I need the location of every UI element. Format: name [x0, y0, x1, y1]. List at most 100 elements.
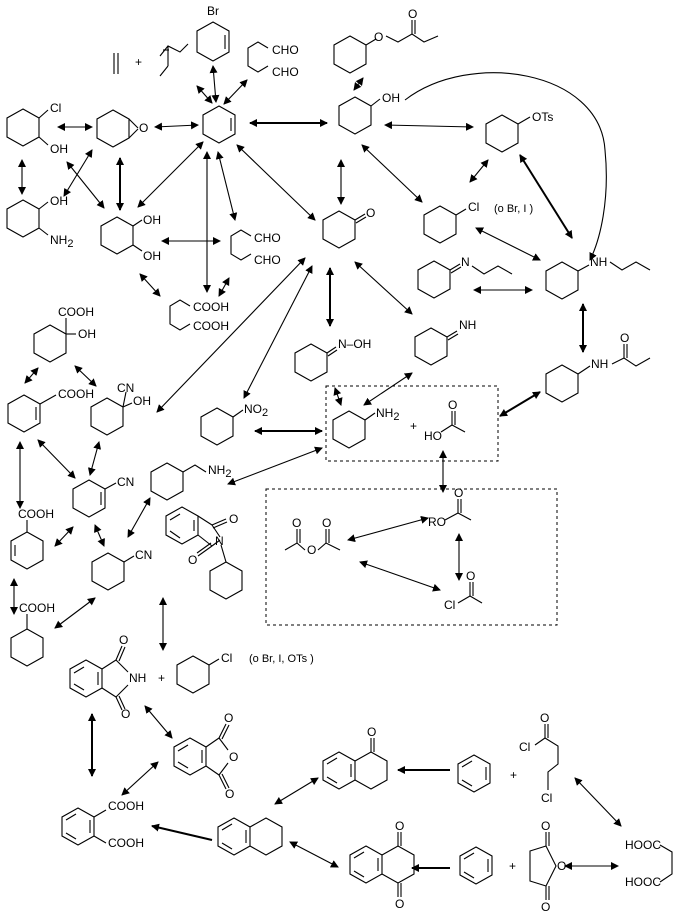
acetic-acid [440, 411, 466, 433]
n-propylcyclohexylamine [545, 261, 651, 300]
reaction-arrows [10, 65, 622, 872]
cyclohexene-oxide [96, 109, 139, 148]
cho-label-4: CHO [254, 253, 281, 267]
nh-label-1: NH [590, 255, 607, 269]
imide-o-label-2: O [188, 553, 197, 567]
cyclohexylmethanamine [150, 462, 207, 501]
plus-sign-5: + [509, 859, 516, 873]
oh-label-6: OH [78, 327, 96, 341]
hydroxycyclohexanecarboxylic-acid [33, 318, 76, 363]
tetralin [217, 817, 283, 856]
benzene-1 [457, 754, 491, 793]
cyclohexanediol [100, 216, 143, 255]
benzene-2 [459, 846, 493, 885]
anhydride-o-label-5: O [225, 787, 234, 801]
dione-o-label-2: O [395, 897, 404, 911]
hooc-label-1: HOOC [625, 838, 661, 852]
phthalimide [69, 645, 129, 711]
anhydride-bridge-o-label: O [307, 543, 316, 557]
nh2-label-1: NH2 [50, 233, 73, 250]
chlorocyclohexane [423, 205, 467, 244]
cyclohexanone-oxime [294, 343, 338, 382]
succinic-anhydride [529, 832, 557, 900]
cyclohexanone [322, 210, 367, 249]
cl-label-2: Cl [468, 200, 479, 214]
cyclohexylamine [332, 410, 376, 449]
phthalimide-o-label-1: O [119, 633, 128, 647]
cl-label-1: Cl [50, 101, 61, 115]
cyclohexanecarboxylic-acid [10, 614, 44, 667]
plus-sign-4: + [510, 768, 517, 782]
nh2-label-2: NH2 [376, 406, 399, 423]
dione-o-label-1: O [395, 819, 404, 833]
oh-label-2: OH [382, 91, 400, 105]
n-cyclohexylpropanamide [545, 344, 651, 403]
cooh-label-8: COOH [108, 836, 144, 850]
nitrocyclohexane [200, 407, 244, 446]
cooh-label-2: COOH [193, 319, 229, 333]
plus-sign-1: + [135, 55, 142, 69]
acetyl-chloride [457, 582, 483, 604]
bromocyclohexene [196, 21, 230, 62]
halide-note-1: (o Br, I ) [494, 203, 533, 215]
oh-label-5: OH [143, 249, 161, 263]
cyclohexanol [338, 96, 381, 135]
imide-o-label-1: O [229, 512, 238, 526]
carbonyl-o-label-5: O [466, 569, 475, 583]
nh-label-3: NH [591, 357, 608, 371]
cooh-label-6: COOH [19, 601, 55, 615]
cooh-label-5: COOH [18, 507, 54, 521]
ester [444, 499, 472, 521]
oh-label-7: OH [133, 394, 151, 408]
cho-label-3: CHO [254, 231, 281, 245]
hooc-label-2: HOOC [625, 875, 661, 889]
cyanohydrin [90, 391, 133, 436]
nh2-label-3: NH2 [208, 463, 231, 480]
cyclohexene-carboxylic-acid-1 [7, 394, 57, 433]
carbonyl-o-label-4: O [454, 486, 463, 500]
carbonyl-o-label-1: O [408, 7, 417, 21]
oh-label-1: OH [50, 142, 68, 156]
succinic-acid [659, 844, 673, 883]
br-label: Br [207, 4, 219, 18]
adipic-acid [169, 299, 191, 331]
carbonyl-o-label-2: O [620, 331, 629, 345]
anhydride-o-label-3: O [224, 711, 233, 725]
acylating-agents-box [265, 488, 558, 626]
succinic-o-label-3: O [541, 900, 550, 912]
cyclohexanecarbonitrile [91, 552, 135, 591]
cn-label-1: CN [117, 381, 134, 395]
cooh-label-3: COOH [58, 305, 94, 319]
cooh-label-4: COOH [58, 387, 94, 401]
imide-n-label: N [215, 534, 224, 548]
phthalic-acid [61, 807, 107, 846]
n-propyl-imine [417, 260, 513, 299]
tetralindione [349, 832, 415, 897]
ketone-o-label: O [366, 206, 375, 220]
nh-label-2: NH [459, 318, 476, 332]
cyclohexene-carbonitrile [72, 479, 117, 518]
ethylene [113, 53, 119, 74]
ho-label: HO [424, 429, 442, 443]
oh-label-4: OH [143, 213, 161, 227]
cho-label-1: CHO [272, 43, 299, 57]
halide-note-2: (o Br, I, OTs ) [249, 653, 314, 665]
cho-label-2: CHO [272, 65, 299, 79]
acetic-anhydride [284, 529, 341, 551]
anhydride-o-label-2: O [322, 516, 331, 530]
chlorobutanoyl-chloride [534, 724, 559, 790]
cyclohexyl-tosylate [485, 114, 531, 153]
anhydride-o-label-4: O [229, 750, 238, 764]
cl-label-5: Cl [519, 740, 530, 754]
butadiene [159, 43, 189, 77]
anhydride-o-label-1: O [292, 516, 301, 530]
ester-o-label: O [374, 30, 383, 44]
oxime-label: N–OH [338, 337, 371, 351]
chlorocyclohexanol [6, 108, 49, 147]
nh-label-4: NH [129, 671, 146, 685]
carbonyl-o-label-6: O [540, 711, 549, 725]
phthalimide-o-label-2: O [121, 707, 130, 721]
hexanedial-top [247, 41, 269, 73]
